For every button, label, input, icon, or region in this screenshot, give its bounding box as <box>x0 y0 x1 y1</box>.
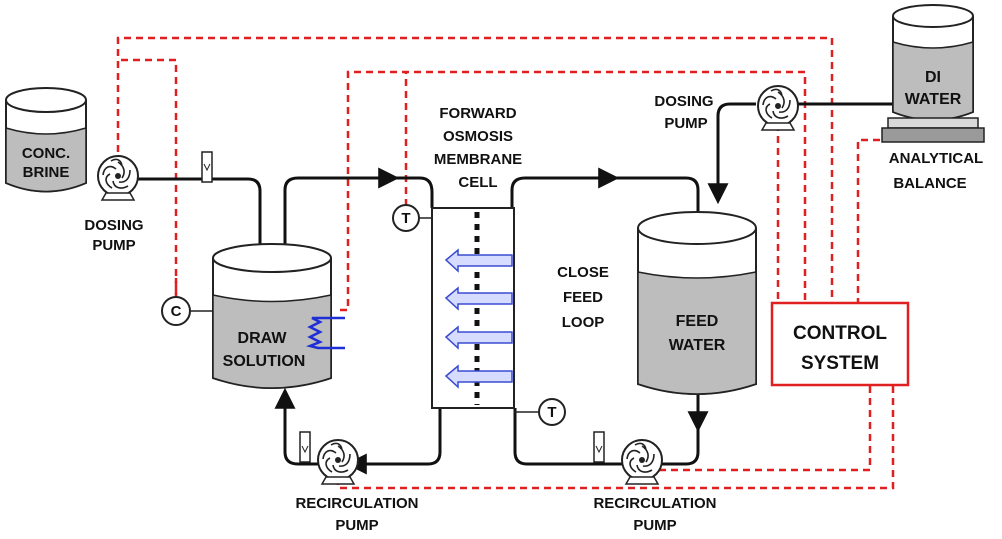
conc-brine-tank: CONC. BRINE <box>5 87 87 193</box>
recirc-right-label-2: PUMP <box>633 517 676 534</box>
dosing-pump-left-label-2: PUMP <box>92 237 135 254</box>
dosing-pump-right-label-2: PUMP <box>664 115 707 132</box>
pump-icon <box>757 85 799 131</box>
fo-flow-arrows <box>444 248 513 389</box>
signal-line-heater <box>340 70 807 312</box>
pipe-cell-to-recirc-left <box>345 408 442 475</box>
di-water-label-1: DI <box>925 69 941 86</box>
recirc-left-label-2: PUMP <box>335 517 378 534</box>
analytical-balance <box>881 117 985 143</box>
dosing-pump-left-label-1: DOSING <box>84 217 143 234</box>
pipe-feed-recirc-loop <box>662 428 700 466</box>
draw-solution-tank: DRAW SOLUTION <box>212 243 332 389</box>
balance-label-2: BALANCE <box>893 175 966 192</box>
di-water-tank: DI WATER <box>892 4 974 121</box>
recirc-left-label-1: RECIRCULATION <box>295 495 418 512</box>
draw-solution-label-1: DRAW <box>238 330 288 347</box>
control-system-label-1: CONTROL <box>793 323 887 344</box>
flow-arrow-icon <box>444 248 513 273</box>
temp-sensor-bottom-label: T <box>547 404 556 421</box>
control-system-label-2: SYSTEM <box>801 353 879 374</box>
balance-label-1: ANALYTICAL <box>889 150 983 167</box>
flow-arrow-icon <box>444 286 513 311</box>
feed-water-label-2: WATER <box>669 337 726 354</box>
recirc-pump-right <box>621 439 663 485</box>
fo-cell-label-4: CELL <box>458 174 497 191</box>
feed-water-label-1: FEED <box>676 313 719 330</box>
pump-icon <box>97 155 139 201</box>
pipe-cell-to-feed <box>510 176 700 212</box>
pipe-recirc-left-to-draw <box>274 387 318 466</box>
flowmeter-icon <box>593 431 605 463</box>
pipe-brine-to-draw <box>138 177 271 267</box>
flow-arrow-icon <box>444 364 513 389</box>
fo-cell-label-3: MEMBRANE <box>434 151 522 168</box>
pipe-dosing-right-to-feed <box>707 102 756 205</box>
temp-sensor-bottom: T <box>514 398 566 426</box>
signal-line-balance <box>856 138 892 303</box>
flowmeter-icon <box>201 151 213 183</box>
conc-brine-label-1: CONC. <box>22 145 70 162</box>
pipe-recirc-right-to-cell <box>513 408 622 466</box>
pump-icon <box>317 439 359 485</box>
conductivity-sensor: C <box>161 296 213 326</box>
dosing-pump-right-label-1: DOSING <box>654 93 713 110</box>
flowmeter-icon <box>299 431 311 463</box>
di-water-label-2: WATER <box>905 91 962 108</box>
signal-line-left-dosing <box>116 36 834 303</box>
feed-water-tank: FEED WATER <box>637 211 757 395</box>
conc-brine-label-2: BRINE <box>23 164 70 181</box>
signal-line-bottom-inner <box>650 386 872 472</box>
temp-sensor-top-label: T <box>401 210 410 227</box>
dosing-pump-right <box>757 85 799 131</box>
control-system-box: CONTROL SYSTEM <box>770 301 910 387</box>
sensor-icon <box>538 398 566 426</box>
temp-sensor-top: T <box>392 204 432 232</box>
close-loop-label-1: CLOSE <box>557 264 609 281</box>
sensor-icon <box>392 204 420 232</box>
flow-pipes <box>138 102 893 475</box>
recirc-pump-left <box>317 439 359 485</box>
signal-line-bottom <box>336 386 895 490</box>
recirc-right-label-1: RECIRCULATION <box>593 495 716 512</box>
dosing-pump-left <box>97 155 139 201</box>
flow-arrow-icon <box>444 325 513 350</box>
close-loop-label-2: FEED <box>563 289 603 306</box>
fo-cell-label-2: OSMOSIS <box>443 128 513 145</box>
fo-cell-label-1: FORWARD <box>439 105 516 122</box>
heater-coil-icon <box>305 316 345 350</box>
pump-icon <box>621 439 663 485</box>
conductivity-sensor-label: C <box>171 303 182 320</box>
draw-solution-label-2: SOLUTION <box>223 353 306 370</box>
close-loop-label-3: LOOP <box>562 314 605 331</box>
